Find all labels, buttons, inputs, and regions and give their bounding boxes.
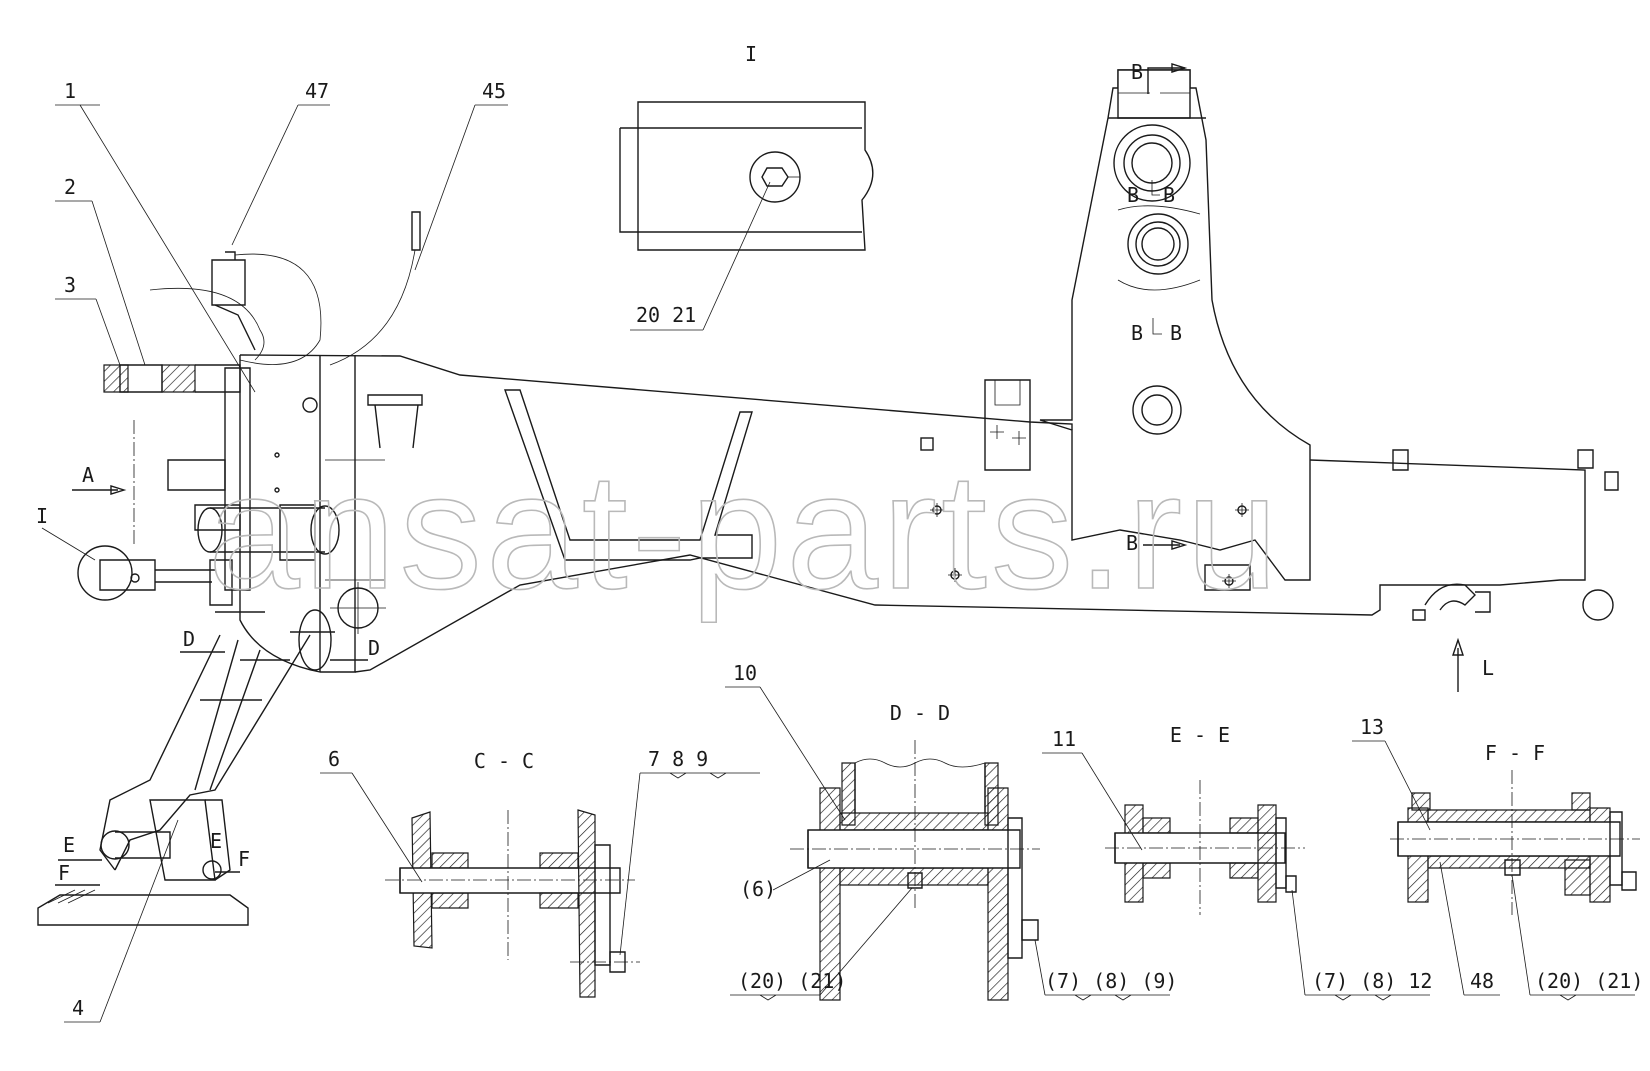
callout-1: 1 [64,79,76,103]
callout-10: 10 [733,661,757,685]
callout-48: 48 [1470,969,1494,993]
section-d-d: D - D 10 (6) (20) (21) (7) (8) (9) [725,661,1177,1001]
section-mark-e-left: E [63,833,75,857]
section-c-c: C - C 6 7 8 9 [320,747,760,998]
section-f-f-title: F - F [1485,741,1545,765]
callout-20-21-ff: (20) (21) [1535,969,1643,993]
section-d-d-title: D - D [890,701,950,725]
main-frame-assembly: B B B B B B [36,60,1619,926]
callout-13: 13 [1360,715,1384,739]
section-mark-f-left: F [58,861,70,885]
section-mark-b-lower-right: B [1170,321,1182,345]
callout-2: 2 [64,175,76,199]
main-callouts: 1 2 3 47 45 4 [55,79,508,1023]
callout-4: 4 [72,996,84,1020]
section-mark-l: L [1482,656,1494,680]
section-mark-b-lower-left: B [1131,321,1143,345]
section-mark-a: A [82,463,94,487]
section-mark-f-right: F [238,847,250,871]
watermark: ansat-parts.ru [208,439,1282,623]
callout-7-8-9: 7 8 9 [648,747,708,771]
detail-view-title: I [745,42,757,66]
section-mark-b-mid-left: B [1127,183,1139,207]
callout-20-21-detail: 20 21 [636,303,696,327]
callout-6: 6 [328,747,340,771]
section-mark-i: I [36,504,48,528]
section-mark-b-top: B [1131,60,1143,84]
callout-6-ref: (6) [740,877,776,901]
detail-view-i: I 20 21 [619,42,874,331]
callout-45: 45 [482,79,506,103]
callout-11: 11 [1052,727,1076,751]
section-mark-d-right: D [368,636,380,660]
callout-47: 47 [305,79,329,103]
section-mark-d-left: D [183,627,195,651]
section-c-c-title: C - C [474,749,534,773]
section-e-e-title: E - E [1170,723,1230,747]
section-mark-b-bottom: B [1126,531,1138,555]
section-mark-e-right: E [210,829,222,853]
callout-20-21-dd: (20) (21) [738,969,846,993]
section-mark-b-mid-right: B [1163,183,1175,207]
section-e-e: E - E 11 (7) (8) 12 [1042,723,1432,1001]
callout-7-8-12: (7) (8) 12 [1312,969,1432,993]
section-f-f: F - F 13 48 (20) (21) [1352,715,1643,1001]
callout-3: 3 [64,273,76,297]
callout-7-8-9-dd: (7) (8) (9) [1045,969,1177,993]
